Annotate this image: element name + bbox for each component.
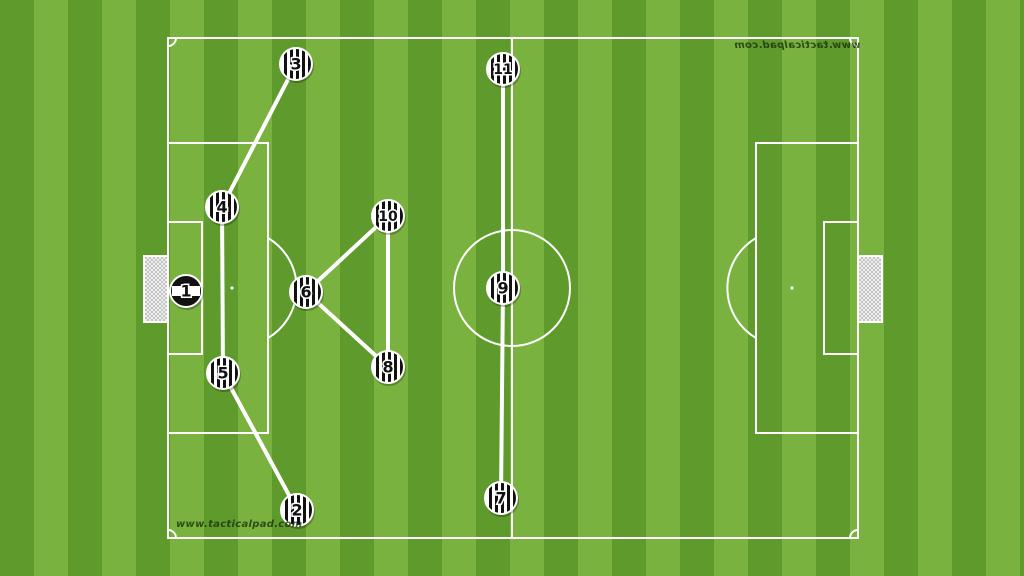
grass-stripe	[680, 0, 714, 576]
grass-stripe	[748, 0, 782, 576]
player-11[interactable]: 11	[486, 52, 521, 88]
grass-stripe	[340, 0, 374, 576]
grass-stripe	[918, 0, 952, 576]
player-number: 6	[300, 283, 311, 302]
corner-arc-top-left	[167, 37, 177, 47]
player-shirt	[486, 52, 520, 86]
watermark-top: www.tacticalpad.com	[734, 40, 861, 51]
left-penalty-spot	[230, 286, 234, 290]
grass-stripe	[374, 0, 408, 576]
right-goal-net	[857, 255, 883, 323]
corner-arc-bottom-right	[849, 529, 859, 539]
formation-link	[221, 371, 299, 512]
player-10[interactable]: 10	[371, 199, 406, 235]
player-shirt	[486, 271, 520, 305]
player-number: 2	[291, 501, 302, 520]
player-shirt	[279, 47, 313, 81]
formation-link	[304, 214, 390, 294]
player-number: 9	[497, 279, 508, 298]
centre-circle	[453, 229, 571, 347]
formation-link	[220, 205, 225, 375]
player-shirt	[484, 481, 518, 515]
grass-stripe	[646, 0, 680, 576]
grass-stripe	[1020, 0, 1024, 576]
grass-stripe	[986, 0, 1020, 576]
grass-stripe	[442, 0, 476, 576]
grass-stripe	[0, 0, 34, 576]
player-number: 5	[217, 364, 228, 383]
player-shirt	[205, 190, 239, 224]
player-9[interactable]: 9	[486, 271, 521, 307]
player-shirt	[280, 493, 314, 527]
player-shirt	[289, 275, 323, 309]
player-6[interactable]: 6	[289, 275, 324, 311]
player-3[interactable]: 3	[279, 47, 314, 83]
player-number: 11	[493, 62, 512, 78]
player-number: 1	[180, 282, 191, 301]
grass-stripe	[68, 0, 102, 576]
grass-stripe	[782, 0, 816, 576]
formation-link	[304, 290, 390, 369]
grass-stripe	[714, 0, 748, 576]
player-shirt	[371, 350, 405, 384]
player-number: 4	[216, 198, 227, 217]
grass-stripe	[952, 0, 986, 576]
player-number: 10	[378, 209, 398, 225]
player-shirt	[371, 199, 405, 233]
formation-link	[220, 62, 298, 209]
grass-stripe	[238, 0, 272, 576]
corner-arc-bottom-left	[167, 529, 177, 539]
grass-stripe	[408, 0, 442, 576]
player-5[interactable]: 5	[206, 356, 241, 392]
player-1[interactable]: 1	[169, 274, 204, 310]
player-4[interactable]: 4	[205, 190, 240, 226]
formation-links	[220, 62, 505, 512]
corner-arc-top-right	[849, 37, 859, 47]
player-2[interactable]: 2	[280, 493, 315, 529]
grass-stripe	[612, 0, 646, 576]
player-7[interactable]: 7	[484, 481, 519, 517]
players: 1 3 4 5 2 6 10 8 11 9 7	[169, 47, 521, 529]
grass-stripe	[544, 0, 578, 576]
right-penalty-spot	[790, 286, 794, 290]
grass-stripe	[816, 0, 850, 576]
player-number: 8	[382, 358, 393, 377]
player-8[interactable]: 8	[371, 350, 406, 386]
grass-stripe	[34, 0, 68, 576]
grass-stripe	[884, 0, 918, 576]
grass-stripe	[102, 0, 136, 576]
formation-link	[499, 286, 505, 500]
goalkeeper-band	[172, 286, 200, 296]
right-penalty-arc	[726, 237, 757, 339]
grass-stripe	[578, 0, 612, 576]
player-number: 3	[290, 55, 301, 74]
player-shirt	[206, 356, 240, 390]
watermark-bottom: www.tacticalpad.com	[176, 519, 303, 530]
player-number: 7	[495, 489, 506, 508]
left-goal-net	[143, 255, 169, 323]
